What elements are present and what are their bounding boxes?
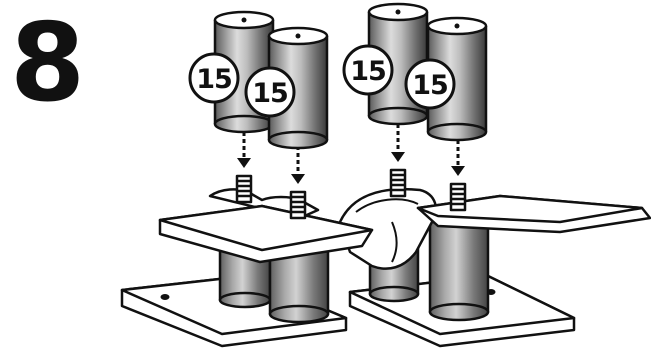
left-top-plate xyxy=(160,189,372,262)
arrow-right-rear xyxy=(391,124,405,162)
base-assembly xyxy=(122,170,650,346)
badge-front-left: 15 xyxy=(246,68,294,116)
right-front-post xyxy=(430,222,488,320)
stud-right-rear xyxy=(391,170,405,196)
arrow-left-front xyxy=(291,146,305,184)
arrow-left-rear xyxy=(237,132,251,168)
badge-back-right: 15 xyxy=(344,46,392,94)
stud-left-rear xyxy=(237,176,251,202)
badge-back-left: 15 xyxy=(190,54,238,102)
stud-left-front xyxy=(291,192,305,218)
arrow-right-front xyxy=(451,140,465,176)
badge-label: 15 xyxy=(350,56,386,87)
badge-label: 15 xyxy=(252,78,288,109)
badge-label: 15 xyxy=(412,70,448,101)
badge-label: 15 xyxy=(196,64,232,95)
stud-right-front xyxy=(451,184,465,210)
badge-front-right: 15 xyxy=(406,60,454,108)
